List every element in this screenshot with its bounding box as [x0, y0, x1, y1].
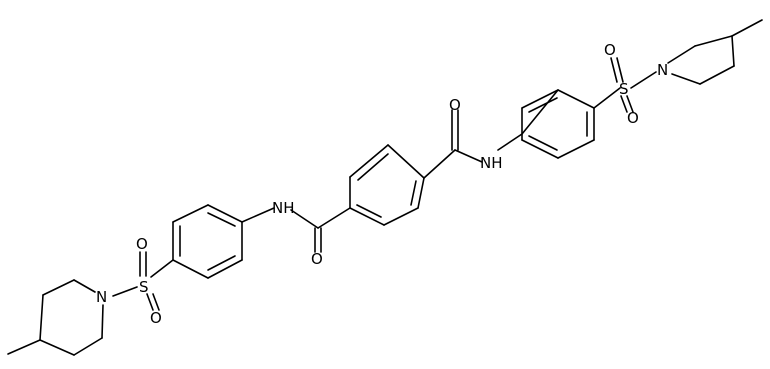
sulfonyl-oxygen-right-top-label: O	[604, 41, 616, 59]
right-sulfonyl-group	[593, 57, 657, 113]
sulfonyl-oxygen-left-bottom-label: O	[150, 309, 162, 327]
sulfonyl-oxygen-left-top-label: O	[136, 235, 148, 253]
right-phenyl-ring	[497, 89, 595, 159]
left-sulfonyl-group	[112, 251, 174, 311]
sulfur-right-label: S	[619, 80, 629, 98]
carbonyl-oxygen-left-label: O	[311, 250, 323, 268]
amide-nh-right-label: NH	[480, 154, 503, 172]
right-amide-group	[423, 109, 483, 179]
piperidine-nitrogen-right-label: N	[657, 61, 668, 79]
sulfur-left-label: S	[139, 278, 149, 296]
left-piperidine-ring	[7, 279, 104, 356]
carbonyl-oxygen-right-label: O	[449, 96, 461, 114]
piperidine-nitrogen-left-label: N	[96, 288, 107, 306]
left-phenyl-ring	[172, 204, 275, 279]
right-piperidine-ring	[667, 19, 763, 85]
left-amide-group	[290, 207, 351, 253]
central-benzene-ring	[349, 144, 425, 226]
atom-labels: NH O NH O S O O N S O O N	[96, 41, 668, 327]
sulfonyl-oxygen-right-bottom-label: O	[627, 109, 639, 127]
amide-nh-left-label: NH	[272, 199, 295, 217]
